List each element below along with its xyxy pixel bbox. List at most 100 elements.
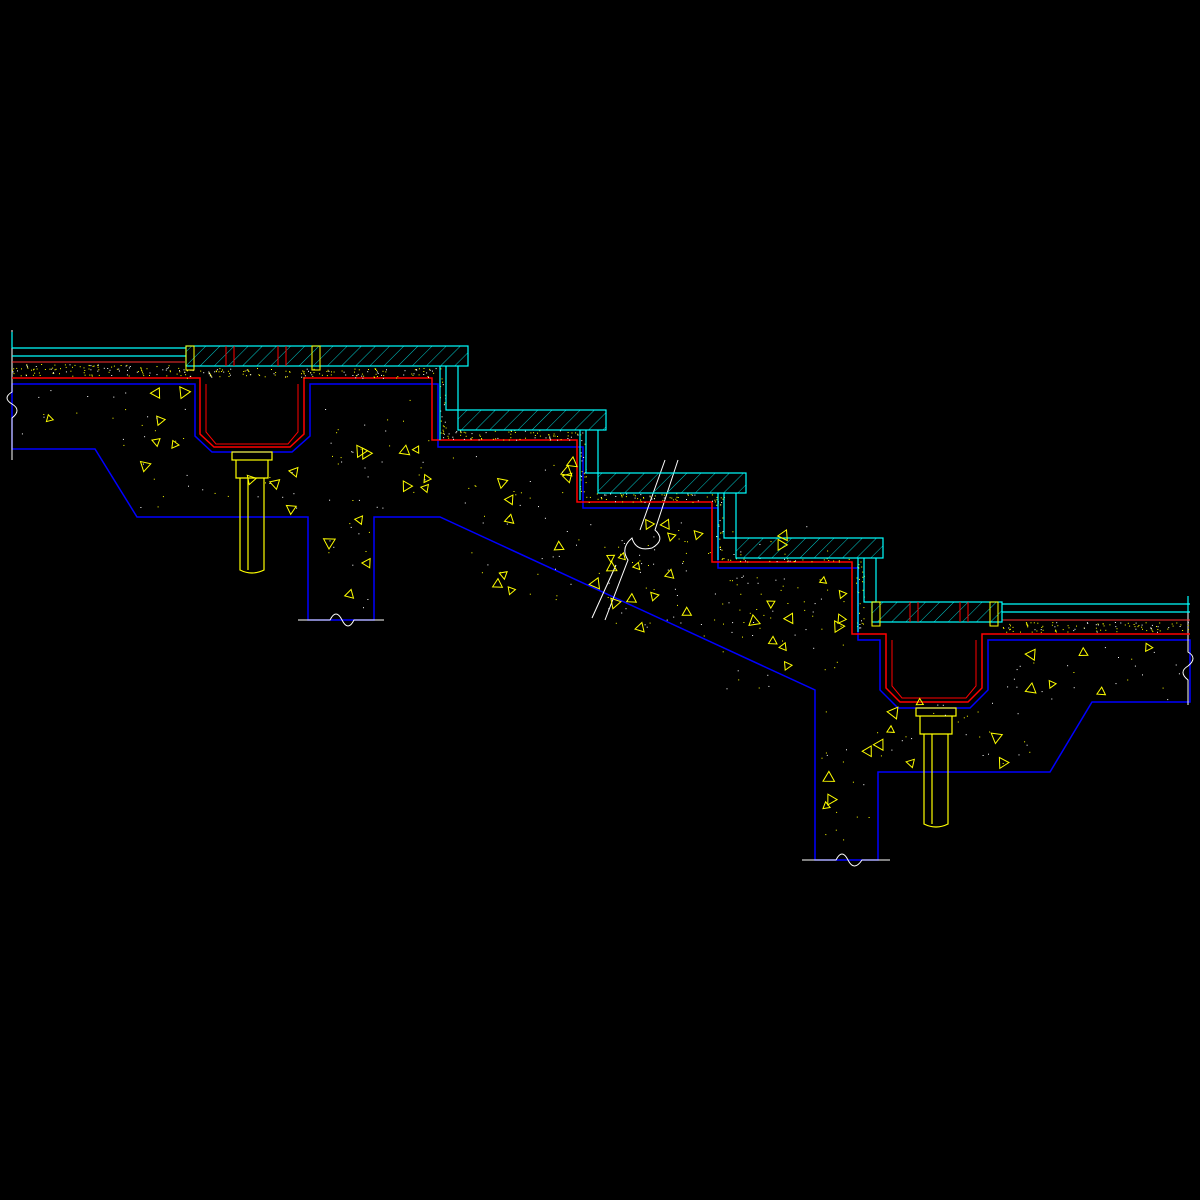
aggregate-dot	[821, 628, 823, 630]
aggregate-dot	[836, 661, 838, 663]
mortar-speckle	[549, 437, 551, 439]
mortar-speckle	[208, 371, 210, 373]
mortar-speckle	[1100, 629, 1102, 631]
mortar-speckle	[12, 369, 13, 371]
mortar-speckle	[1097, 623, 1099, 625]
aggregate-dot	[1118, 657, 1119, 658]
aggregate-dot	[424, 479, 426, 481]
mortar-speckle	[303, 373, 305, 375]
mortar-speckle	[596, 493, 598, 495]
mortar-speckle	[633, 494, 635, 496]
aggregate-dot	[620, 553, 621, 555]
aggregate-dot	[639, 554, 641, 556]
mortar-speckle	[465, 432, 467, 434]
mortar-speckle	[632, 501, 634, 503]
aggregate-dot	[812, 611, 814, 613]
mortar-speckle	[740, 561, 742, 563]
mortar-speckle	[720, 549, 722, 550]
mortar-speckle	[497, 437, 499, 439]
mortar-speckle	[1012, 630, 1014, 632]
aggregate-dot	[989, 731, 991, 733]
aggregate-dot	[340, 457, 342, 459]
mortar-speckle	[243, 371, 245, 372]
mortar-speckle	[192, 370, 194, 372]
aggregate-mark	[693, 529, 704, 541]
mortar-speckle	[833, 560, 835, 562]
aggregate-dot	[933, 712, 935, 714]
mortar-speckle	[508, 439, 510, 441]
mortar-speckle	[258, 374, 260, 376]
aggregate-dot	[1013, 678, 1015, 680]
aggregate-mark	[748, 613, 762, 627]
aggregate-dot	[608, 582, 610, 584]
grate-support	[185, 345, 999, 627]
aggregate-dot	[957, 721, 959, 723]
mortar-speckle	[721, 502, 723, 503]
mortar-speckle	[1054, 626, 1056, 628]
aggregate-dot	[937, 704, 939, 706]
aggregate-dot	[806, 526, 808, 528]
mortar-speckle	[581, 476, 583, 478]
mortar-speckle	[443, 437, 445, 439]
mortar-speckle	[862, 576, 864, 578]
mortar-speckle	[1067, 631, 1069, 633]
mortar-speckle	[246, 369, 248, 371]
aggregate-dot	[658, 534, 660, 536]
mortar-speckle	[794, 561, 796, 562]
aggregate-mark	[360, 557, 371, 569]
mortar-speckle	[460, 430, 462, 432]
mortar-speckle	[246, 375, 247, 377]
aggregate-dot	[188, 485, 189, 487]
aggregate-dot	[552, 556, 554, 558]
aggregate-dot	[607, 583, 609, 585]
waterproof-membrane	[12, 361, 1190, 621]
mortar-speckle	[859, 627, 861, 629]
aggregate-dot	[352, 451, 354, 453]
aggregate-dot	[868, 817, 870, 818]
mortar-speckle	[721, 559, 723, 561]
mortar-speckle	[33, 368, 35, 370]
mortar-speckle	[1150, 628, 1152, 630]
aggregate-dot	[812, 615, 814, 617]
aggregate-dot	[471, 552, 473, 554]
aggregate-dot	[732, 622, 734, 624]
mortar-speckle	[1041, 627, 1043, 628]
aggregate-dot	[403, 420, 404, 422]
mortar-speckle	[303, 372, 305, 374]
aggregate-mark	[634, 621, 645, 633]
mortar-speckle	[811, 561, 813, 563]
mortar-speckle	[70, 370, 72, 372]
mortar-speckle	[1159, 622, 1161, 624]
aggregate-dot	[529, 481, 531, 482]
mortar-speckle	[1138, 625, 1140, 626]
aggregate-dot	[835, 829, 837, 831]
mortar-speckle	[1010, 628, 1011, 630]
mortar-speckle	[456, 431, 458, 433]
mortar-speckle	[36, 368, 38, 370]
aggregate-dot	[757, 582, 759, 584]
mortar-speckle	[615, 496, 617, 497]
aggregate-dot	[360, 448, 362, 450]
mortar-speckle	[38, 372, 40, 374]
mortar-speckle	[396, 377, 398, 379]
aggregate-dot	[963, 717, 965, 719]
mortar-speckle	[1027, 626, 1029, 628]
aggregate-dot	[641, 563, 643, 565]
aggregate-mark	[777, 538, 789, 552]
aggregate-dot	[880, 755, 882, 757]
mortar-speckle	[368, 369, 369, 370]
aggregate-dot	[140, 507, 142, 508]
aggregate-dot	[513, 491, 515, 492]
aggregate-mark	[402, 480, 414, 493]
aggregate-dot	[43, 416, 45, 418]
mortar-speckle	[185, 374, 187, 376]
mortar-speckle	[444, 421, 446, 423]
aggregate-dot	[452, 457, 454, 459]
mortar-speckle	[557, 436, 558, 437]
aggregate-dot	[376, 506, 378, 508]
mortar-speckle	[111, 375, 113, 376]
mortar-speckle	[162, 369, 164, 371]
mortar-speckle	[156, 374, 158, 376]
mortar-speckle	[533, 432, 535, 434]
mortar-speckle	[250, 374, 252, 376]
